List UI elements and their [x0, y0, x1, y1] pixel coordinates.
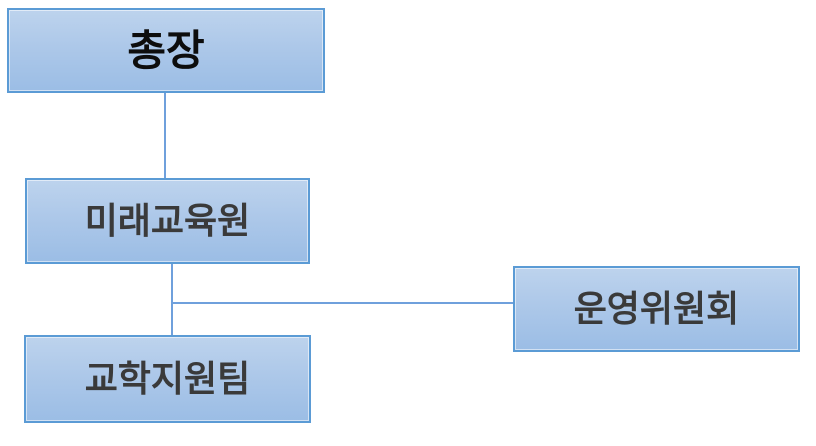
connector-chancellor-to-future-education	[164, 93, 166, 178]
connector-future-education-to-academic-support	[171, 264, 173, 335]
connector-branch-to-steering-committee	[172, 302, 513, 304]
node-steering-committee: 운영위원회	[513, 266, 800, 352]
node-academic-support-team: 교학지원팀	[24, 335, 311, 423]
node-chancellor-label: 총장	[127, 26, 205, 74]
node-future-education-institute-label: 미래교육원	[84, 200, 251, 241]
node-steering-committee-label: 운영위원회	[573, 288, 740, 329]
node-chancellor: 총장	[7, 8, 325, 93]
node-future-education-institute: 미래교육원	[25, 178, 310, 264]
node-academic-support-team-label: 교학지원팀	[84, 358, 251, 399]
